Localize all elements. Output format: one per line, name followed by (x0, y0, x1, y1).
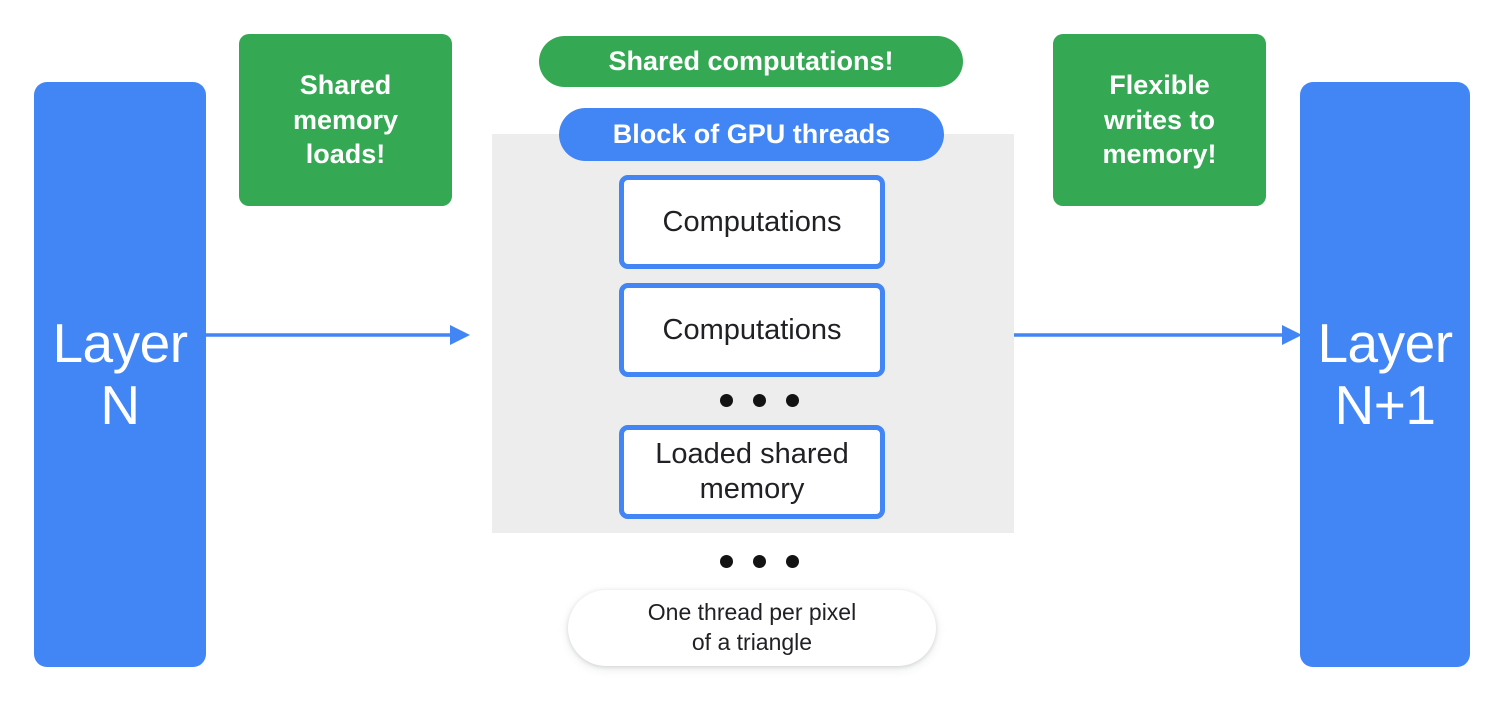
caption-text-line1: One thread per pixel (647, 599, 857, 626)
thread-box: Loaded shared memory (619, 425, 885, 519)
thread-box: Computations (619, 283, 885, 377)
layer-n-plus-1-label-line2: N+1 (1334, 373, 1436, 436)
thread-box: Computations (619, 175, 885, 269)
layer-n-label: Layer N (52, 311, 188, 436)
ellipsis-dot (753, 555, 766, 568)
label-block-of-gpu-threads: Block of GPU threads (559, 108, 944, 161)
ellipsis-dot (753, 394, 766, 407)
layer-n-plus-1-label-line1: Layer (1317, 311, 1453, 374)
ellipsis-dot (786, 555, 799, 568)
layer-n-block: Layer N (34, 82, 206, 667)
arrow-layer-n-to-block (206, 325, 470, 345)
layer-n-plus-1-label: Layer N+1 (1317, 311, 1453, 436)
caption-one-thread-per-pixel: One thread per pixel of a triangle (568, 590, 936, 666)
caption-text: One thread per pixel of a triangle (648, 598, 856, 658)
caption-text-line2: of a triangle (691, 629, 813, 655)
layer-n-label-line1: Layer (52, 311, 188, 374)
layer-n-plus-1-block: Layer N+1 (1300, 82, 1470, 667)
layer-n-label-line2: N (100, 373, 140, 436)
ellipsis-dot (786, 394, 799, 407)
ellipsis-dot (720, 555, 733, 568)
ellipsis-below-block (720, 555, 799, 568)
arrow-block-to-layer-n1 (1014, 325, 1302, 345)
callout-flexible-writes-to-memory: Flexible writes to memory! (1053, 34, 1266, 206)
callout-shared-memory-loads: Shared memory loads! (239, 34, 452, 206)
ellipsis-inside-block (720, 394, 799, 407)
ellipsis-dot (720, 394, 733, 407)
callout-shared-computations: Shared computations! (539, 36, 963, 87)
